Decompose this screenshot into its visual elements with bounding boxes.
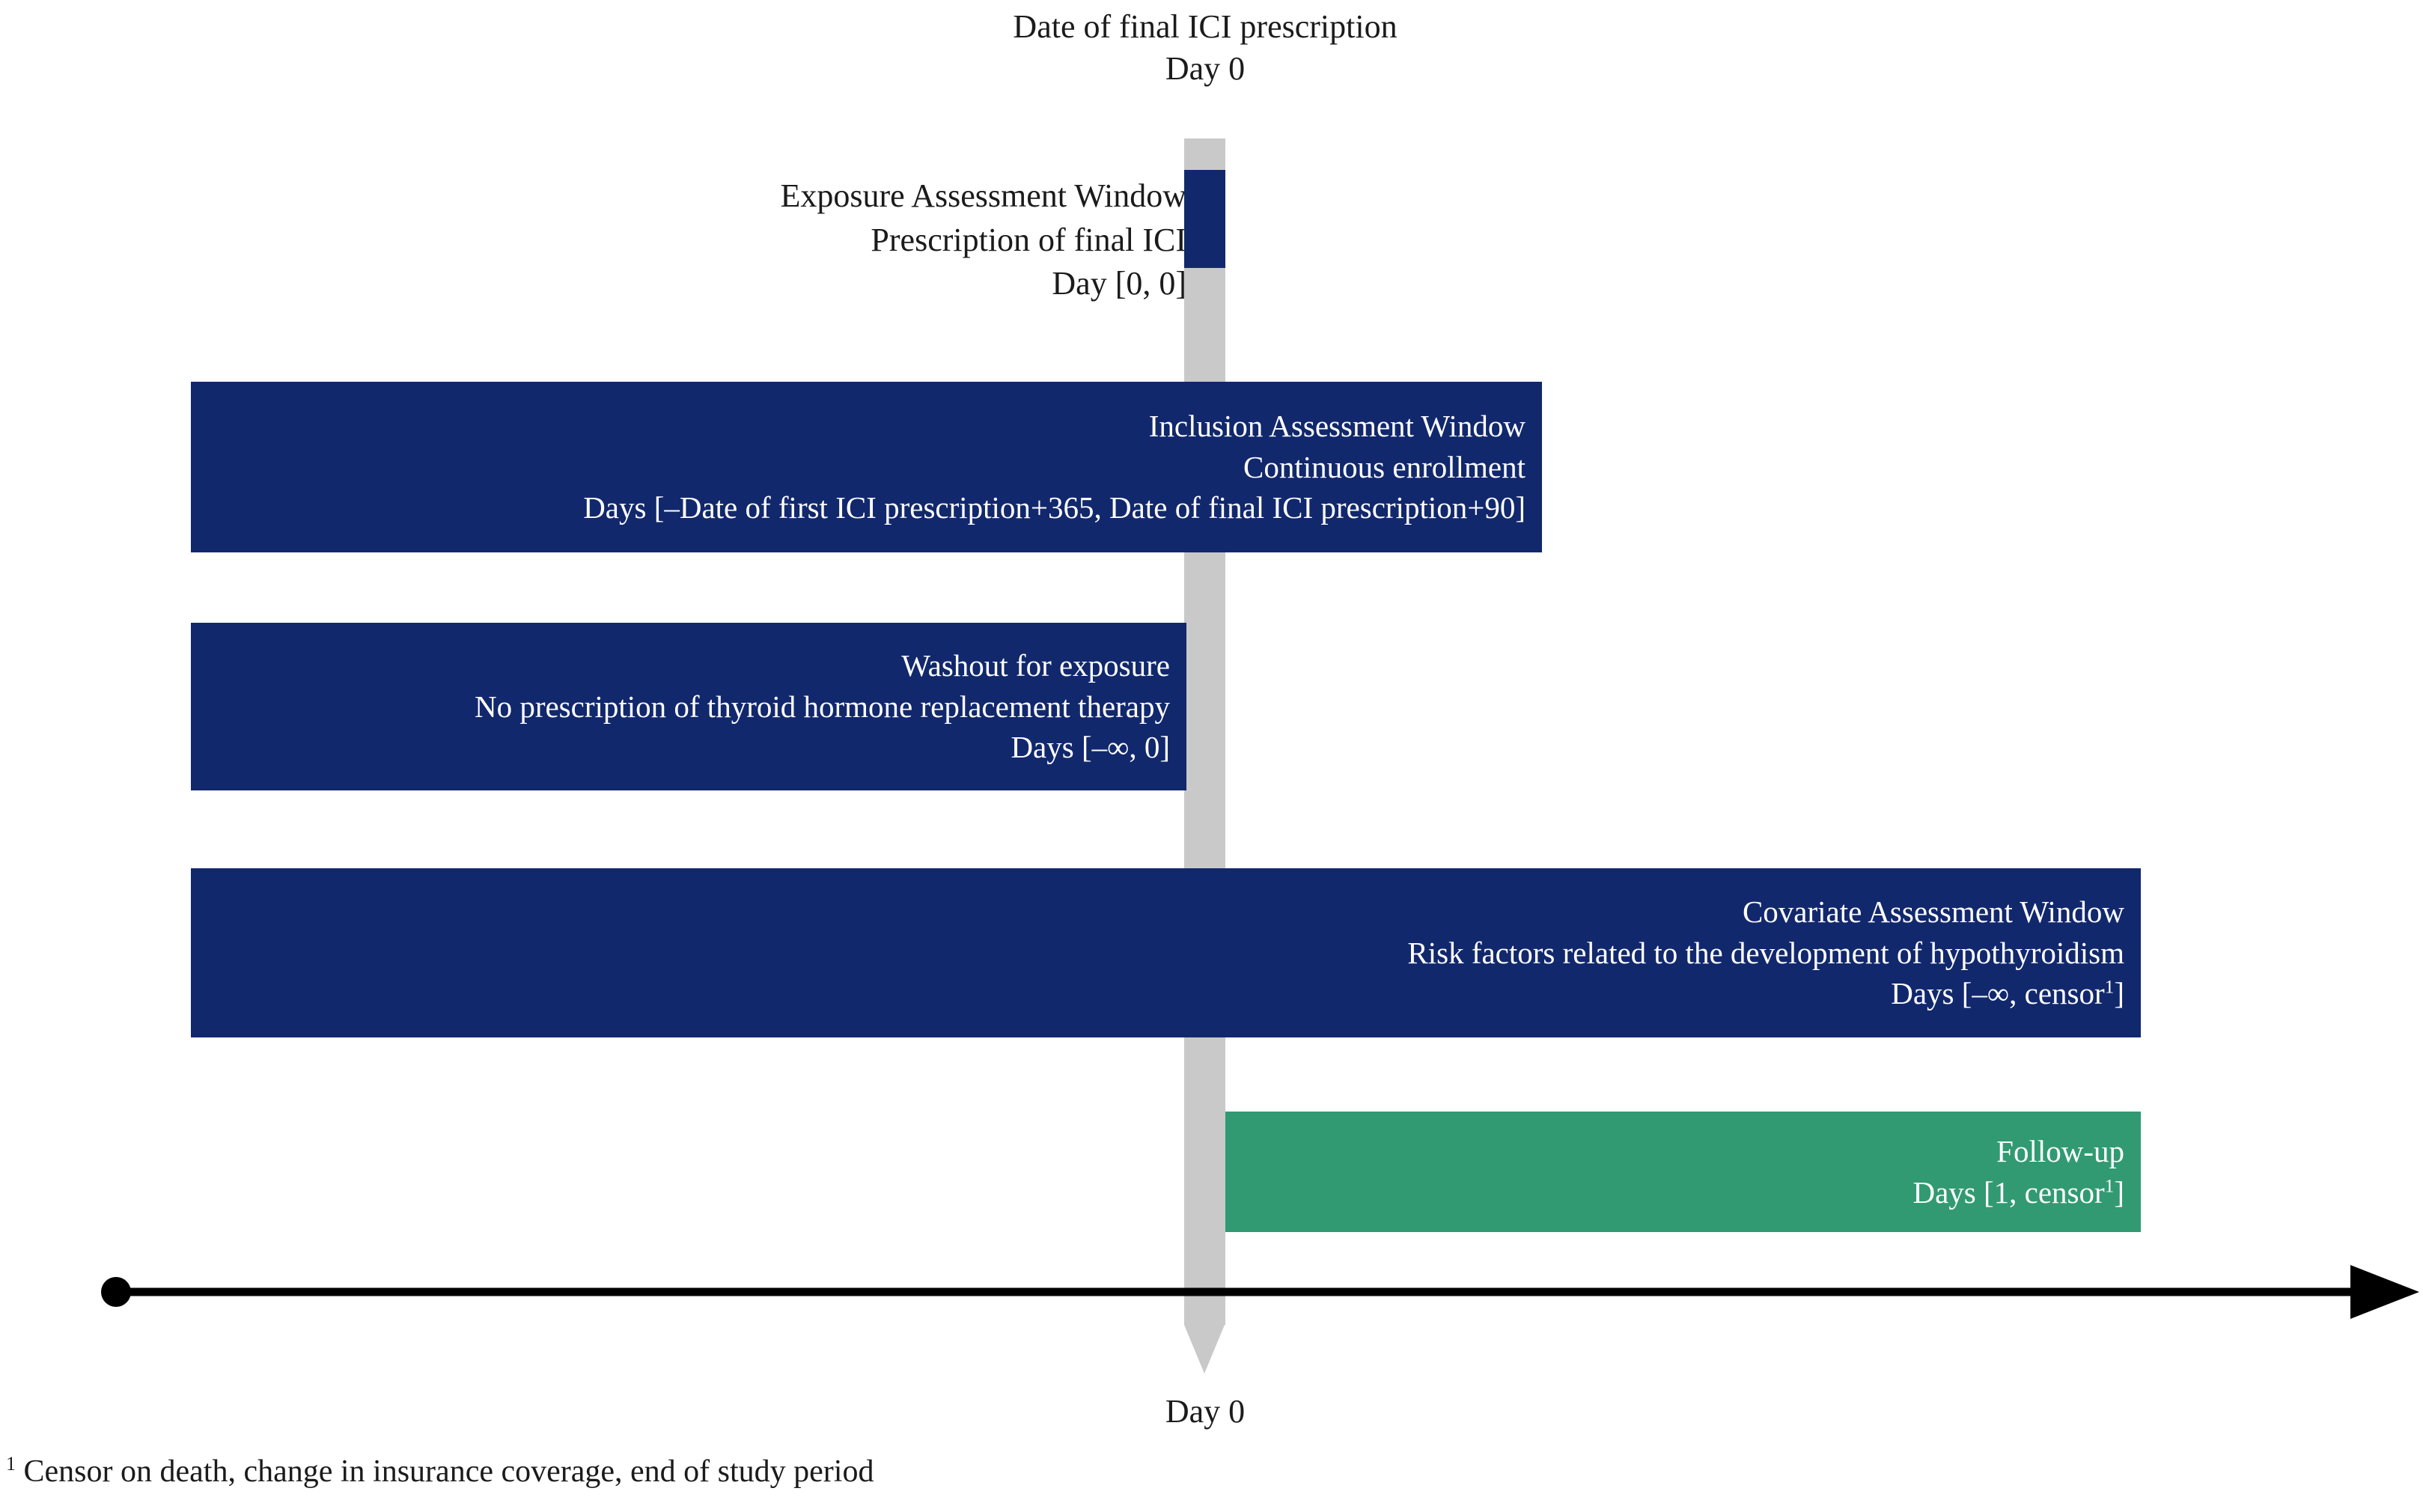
- bar-follow-up-window: Follow-up Days [1, censor1]: [1225, 1112, 2141, 1232]
- covariate-window-title: Covariate Assessment Window: [1742, 894, 2124, 930]
- followup-window-days: Days [1, censor1]: [1913, 1172, 2124, 1213]
- washout-window-detail: No prescription of thyroid hormone repla…: [474, 689, 1170, 724]
- day-zero-marker: [1184, 138, 1225, 1374]
- exposure-window-title: Exposure Assessment Window: [780, 177, 1186, 214]
- anchor-label-bottom: Day 0: [1165, 1393, 1246, 1430]
- followup-days-footnote-marker: 1: [2104, 1174, 2115, 1196]
- timeline-axis: [101, 1265, 2419, 1319]
- covariate-days-prefix: Days [–∞, censor: [1891, 976, 2105, 1011]
- bar-washout-for-exposure: Washout for exposure No prescription of …: [191, 623, 1186, 790]
- inclusion-window-detail: Continuous enrollment: [1243, 449, 1526, 484]
- followup-window-title: Follow-up: [1996, 1133, 2124, 1168]
- anchor-top-line1: Date of final ICI prescription: [1013, 8, 1398, 45]
- footnote-marker: 1: [6, 1453, 16, 1475]
- exposure-window-days: Day [0, 0]: [1052, 265, 1186, 302]
- bar-inclusion-assessment-window: Inclusion Assessment Window Continuous e…: [191, 382, 1542, 552]
- anchor-label-top: Date of final ICI prescription Day 0: [1013, 6, 1397, 91]
- bar-exposure-assessment-window: [1184, 170, 1225, 268]
- covariate-days-footnote-marker: 1: [2104, 976, 2115, 998]
- covariate-days-suffix: ]: [2114, 976, 2124, 1011]
- washout-window-title: Washout for exposure: [901, 648, 1170, 683]
- footnote-text: Censor on death, change in insurance cov…: [16, 1454, 874, 1489]
- covariate-window-days: Days [–∞, censor1]: [1891, 973, 2124, 1014]
- exposure-window-detail: Prescription of final ICI: [871, 221, 1186, 258]
- anchor-top-line2: Day 0: [1165, 50, 1246, 88]
- followup-days-suffix: ]: [2114, 1174, 2124, 1210]
- figure-footnote: 1 Censor on death, change in insurance c…: [6, 1452, 874, 1490]
- timeline-arrowhead-icon: [2350, 1265, 2419, 1319]
- followup-days-prefix: Days [1, censor: [1913, 1174, 2105, 1210]
- day-zero-marker-stem: [1184, 138, 1225, 1325]
- bar-covariate-assessment-window: Covariate Assessment Window Risk factors…: [191, 868, 2141, 1037]
- covariate-window-detail: Risk factors related to the development …: [1407, 935, 2124, 970]
- inclusion-window-days: Days [–Date of first ICI prescription+36…: [583, 490, 1526, 525]
- inclusion-window-title: Inclusion Assessment Window: [1148, 409, 1526, 444]
- washout-window-days: Days [–∞, 0]: [1011, 730, 1170, 765]
- exposure-window-caption: Exposure Assessment Window Prescription …: [780, 174, 1186, 306]
